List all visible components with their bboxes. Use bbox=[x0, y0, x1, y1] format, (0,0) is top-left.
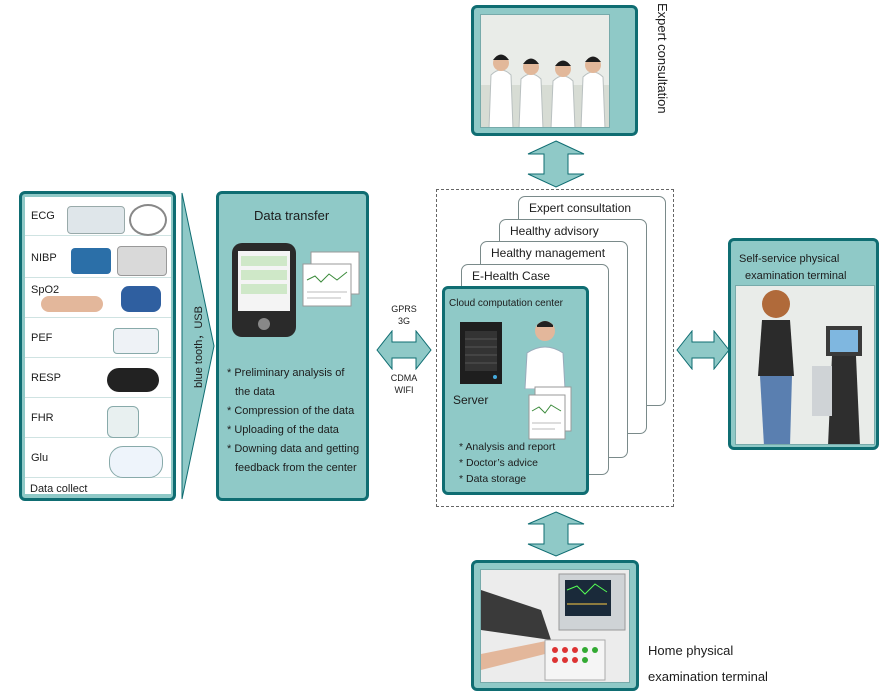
expert-cloud-arrow bbox=[527, 140, 585, 188]
cloud-bullet-3: * Data storage bbox=[459, 473, 527, 485]
collect-transfer-arrow bbox=[181, 192, 215, 500]
doctors-photo bbox=[480, 14, 610, 128]
cloud-home-arrow bbox=[527, 511, 585, 557]
ecg-device-icon bbox=[67, 206, 125, 234]
data-transfer-title: Data transfer bbox=[254, 208, 330, 223]
device-row-fhr: FHR bbox=[25, 402, 171, 438]
expert-consultation-title: Expert consultation bbox=[655, 3, 670, 114]
expert-consultation-panel: Expert consultation bbox=[471, 3, 670, 136]
cloud-dashed-frame bbox=[436, 189, 674, 507]
network-3g: 3G bbox=[397, 316, 410, 326]
transfer-bullet-1b: the data bbox=[235, 386, 275, 398]
network-cdma: CDMA bbox=[390, 373, 418, 383]
network-labels-top: GPRS 3G bbox=[386, 303, 422, 327]
device-row-glu: Glu bbox=[25, 442, 171, 478]
device-row-ecg: ECG bbox=[25, 200, 171, 236]
doctor-icon bbox=[524, 321, 566, 389]
transfer-bullet-1: * Preliminary analysis of bbox=[227, 367, 345, 379]
cloud-selfservice-arrow bbox=[676, 330, 730, 370]
server-label: Server bbox=[453, 393, 489, 407]
bluetooth-usb-label: blue tooth，USB bbox=[193, 306, 205, 388]
data-collect-panel: ECG NIBP SpO2 PEF RESP FHR Glu Data coll… bbox=[19, 191, 176, 501]
device-row-spo2: SpO2 bbox=[25, 282, 171, 318]
device-row-resp: RESP bbox=[25, 362, 171, 398]
analysis-report-icon bbox=[528, 386, 572, 440]
transfer-bullet-2: * Compression of the data bbox=[227, 405, 355, 417]
transfer-bullet-3: * Uploading of the data bbox=[227, 424, 339, 436]
transfer-bullet-4b: feedback from the center bbox=[235, 462, 357, 474]
glucose-meter-icon bbox=[109, 446, 163, 478]
server-icon bbox=[460, 322, 502, 384]
self-service-photo bbox=[735, 285, 875, 445]
device-row-nibp: NIBP bbox=[25, 242, 171, 278]
nibp-monitor-icon bbox=[117, 246, 167, 276]
network-gprs: GPRS bbox=[391, 304, 417, 314]
self-service-panel: Self-service physical examination termin… bbox=[728, 238, 879, 450]
cloud-center-panel: Cloud computation center Server * Analys… bbox=[442, 286, 589, 495]
cloud-bullet-1: * Analysis and report bbox=[459, 441, 556, 453]
nibp-device-icon bbox=[71, 248, 111, 274]
pda-device-icon bbox=[232, 243, 296, 337]
network-labels-bottom: CDMA WIFI bbox=[384, 372, 424, 396]
home-terminal-title: Home physical examination terminal bbox=[648, 643, 768, 684]
transfer-bullet-4: * Downing data and getting bbox=[227, 443, 360, 455]
ecg-leads-icon bbox=[129, 204, 167, 236]
transfer-cloud-arrow bbox=[376, 330, 432, 370]
device-row-pef: PEF bbox=[25, 322, 171, 358]
cloud-bullet-2: * Doctor’s advice bbox=[459, 457, 538, 469]
pef-meter-icon bbox=[113, 328, 159, 354]
hand-oximeter-icon bbox=[41, 296, 103, 312]
report-sheets-icon bbox=[302, 251, 360, 307]
self-service-title: Self-service physical examination termin… bbox=[739, 253, 847, 282]
cloud-center-title: Cloud computation center bbox=[449, 298, 563, 309]
data-collect-title: Data collect bbox=[30, 483, 88, 495]
home-terminal-panel bbox=[471, 560, 639, 691]
fhr-doppler-icon bbox=[107, 406, 139, 438]
resp-band-icon bbox=[107, 368, 159, 392]
data-transfer-panel: Data transfer * Preliminary analysis of … bbox=[216, 191, 369, 501]
home-terminal-photo bbox=[480, 569, 630, 683]
network-wifi: WIFI bbox=[394, 385, 414, 395]
spo2-wrist-icon bbox=[121, 286, 161, 312]
